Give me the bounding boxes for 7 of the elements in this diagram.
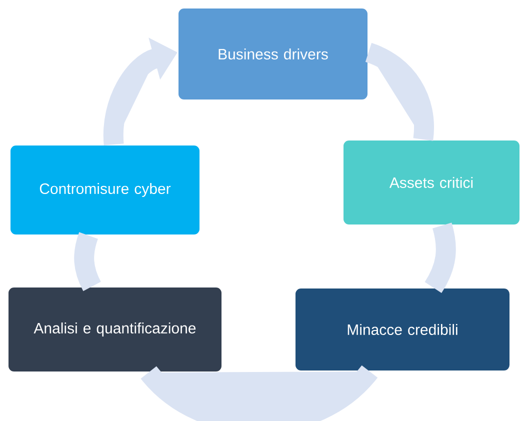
ring-arrow [364, 43, 434, 140]
process-box: Analisi e quantificazione [8, 286, 222, 372]
ring-arrow [141, 364, 378, 421]
process-box: Minacce credibili [294, 288, 510, 372]
process-box: Assets critici [342, 140, 520, 226]
process-box: Business drivers [178, 8, 368, 100]
process-box: Contromisure cyber [10, 144, 200, 236]
